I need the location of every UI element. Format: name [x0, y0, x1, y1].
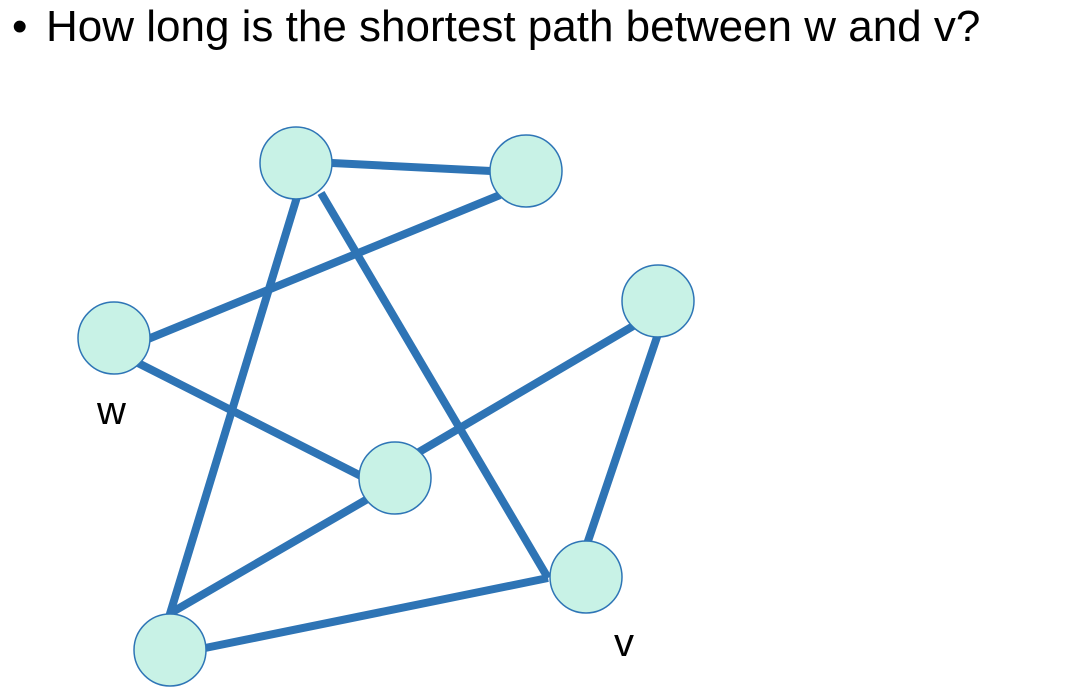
edge-w-center — [136, 359, 363, 480]
node-v — [549, 540, 623, 614]
node-center — [358, 441, 432, 515]
node-right — [621, 264, 695, 338]
node-w — [77, 301, 151, 375]
edge-top-right-w — [146, 191, 502, 343]
graph-edges — [136, 159, 662, 652]
label-w: w — [96, 389, 126, 433]
question-text: How long is the shortest path between w … — [46, 2, 981, 51]
edge-center-bottom-left — [166, 493, 374, 618]
node-top-right — [489, 134, 563, 208]
label-v: v — [614, 621, 634, 665]
edge-right-v — [582, 332, 662, 549]
question-line: • How long is the shortest path between … — [12, 2, 980, 52]
node-top-left — [259, 126, 333, 200]
node-bottom-left — [133, 613, 207, 687]
edge-center-right — [416, 321, 638, 456]
graph-nodes — [77, 126, 695, 687]
edge-bottom-left-v — [204, 574, 549, 652]
edge-top-left-top-right — [331, 159, 492, 175]
bullet-icon: • — [12, 2, 28, 51]
edge-top-left-v — [317, 190, 552, 581]
